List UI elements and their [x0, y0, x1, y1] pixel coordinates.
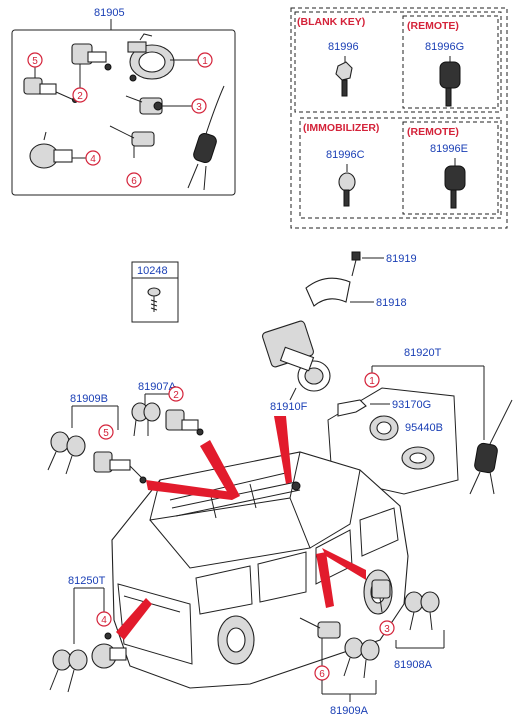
callout-2: 2 — [77, 91, 83, 102]
callout-4-b: 4 — [101, 615, 107, 626]
part-label-81907a[interactable]: 81907A — [138, 381, 177, 393]
label-blank-key: (BLANK KEY) — [297, 16, 365, 28]
callout-2-b: 2 — [173, 390, 179, 401]
remote-key-icon-e — [444, 158, 466, 209]
right-door-key-pair-icon — [404, 591, 440, 631]
label-remote-1: (REMOTE) — [407, 20, 459, 32]
remote-key-icon — [187, 85, 225, 191]
part-label-95440b[interactable]: 95440B — [405, 422, 443, 434]
part-label-81909a[interactable]: 81909A — [330, 705, 369, 717]
part-label-81996[interactable]: 81996 — [328, 41, 359, 53]
part-label-81909b[interactable]: 81909B — [70, 393, 108, 405]
lock-bracket-icon — [305, 277, 351, 307]
front-door-cylinder-icon — [165, 409, 204, 436]
part-label-10248[interactable]: 10248 — [137, 265, 168, 277]
key-switch-icon — [337, 399, 399, 441]
part-label-81920t[interactable]: 81920T — [404, 347, 442, 359]
door-key-pair-icon — [131, 402, 161, 437]
ignition-lock-icon — [127, 33, 175, 82]
callout-4: 4 — [90, 154, 96, 165]
callout-1-b: 1 — [369, 376, 375, 387]
remote-key-icon-2 — [469, 399, 513, 495]
label-remote-2: (REMOTE) — [407, 126, 459, 138]
trunk-lock-cylinder-icon — [23, 77, 78, 103]
kit-frame — [11, 29, 236, 196]
callout-5-b: 5 — [103, 428, 109, 439]
tailgate-cylinder-icon — [91, 632, 127, 669]
part-label-81996g[interactable]: 81996G — [425, 41, 464, 53]
callout-3: 3 — [196, 102, 202, 113]
steering-lock-body-icon — [262, 320, 331, 401]
ring-antenna-icon — [401, 446, 435, 470]
ignition-cluster: 81919 81918 81910F 81920T 1 931 — [262, 251, 513, 495]
part-label-81918[interactable]: 81918 — [376, 297, 407, 309]
front-door-locks: 81907A 2 81909B 5 — [47, 381, 204, 484]
pointer-arrows — [116, 416, 366, 640]
part-label-93170g[interactable]: 93170G — [392, 399, 431, 411]
screw-icon — [147, 287, 161, 312]
door-lock-cylinder-icon — [71, 43, 112, 72]
rear-right-cylinder-icon: 6 — [299, 617, 341, 681]
part-label-81910f[interactable]: 81910F — [270, 401, 308, 413]
lock-set-kit: 81905 — [11, 7, 236, 196]
part-label-81250t[interactable]: 81250T — [68, 575, 106, 587]
part-label-81919[interactable]: 81919 — [386, 253, 417, 265]
part-label-81908a[interactable]: 81908A — [394, 659, 433, 671]
tailgate-key-pair-icon — [49, 649, 88, 693]
part-label-81996c[interactable]: 81996C — [326, 149, 365, 161]
callout-6-b: 6 — [319, 669, 325, 680]
callout-3-b: 3 — [384, 624, 390, 635]
glove-box-lock-icon — [125, 95, 163, 115]
key-variants: (BLANK KEY) (REMOTE) (IMMOBILIZER) (REMO… — [290, 7, 508, 229]
callout-5: 5 — [32, 56, 38, 67]
tailgate-lock-cylinder-icon — [29, 131, 73, 169]
blank-key-icon — [335, 56, 353, 97]
callout-6: 6 — [131, 176, 137, 187]
callout-1: 1 — [202, 56, 208, 67]
right-door-cylinder-icon: 3 — [371, 579, 395, 636]
tailgate-locks: 81250T 4 — [49, 575, 127, 693]
immobilizer-key-icon — [338, 164, 356, 207]
sliding-door-cylinder-icon — [93, 451, 147, 484]
right-door-locks: 3 81908A 6 81909A — [299, 579, 445, 717]
fuel-door-lock-icon — [109, 125, 155, 158]
bolt-icon — [351, 251, 361, 277]
rear-right-key-pair-icon — [343, 637, 380, 679]
label-immobilizer: (IMMOBILIZER) — [303, 122, 379, 134]
rear-door-key-pair-icon — [47, 431, 86, 475]
part-label-81905[interactable]: 81905 — [94, 7, 125, 19]
part-label-81996e[interactable]: 81996E — [430, 143, 468, 155]
remote-key-icon-g — [439, 56, 461, 107]
screw-part: 10248 — [131, 261, 179, 323]
